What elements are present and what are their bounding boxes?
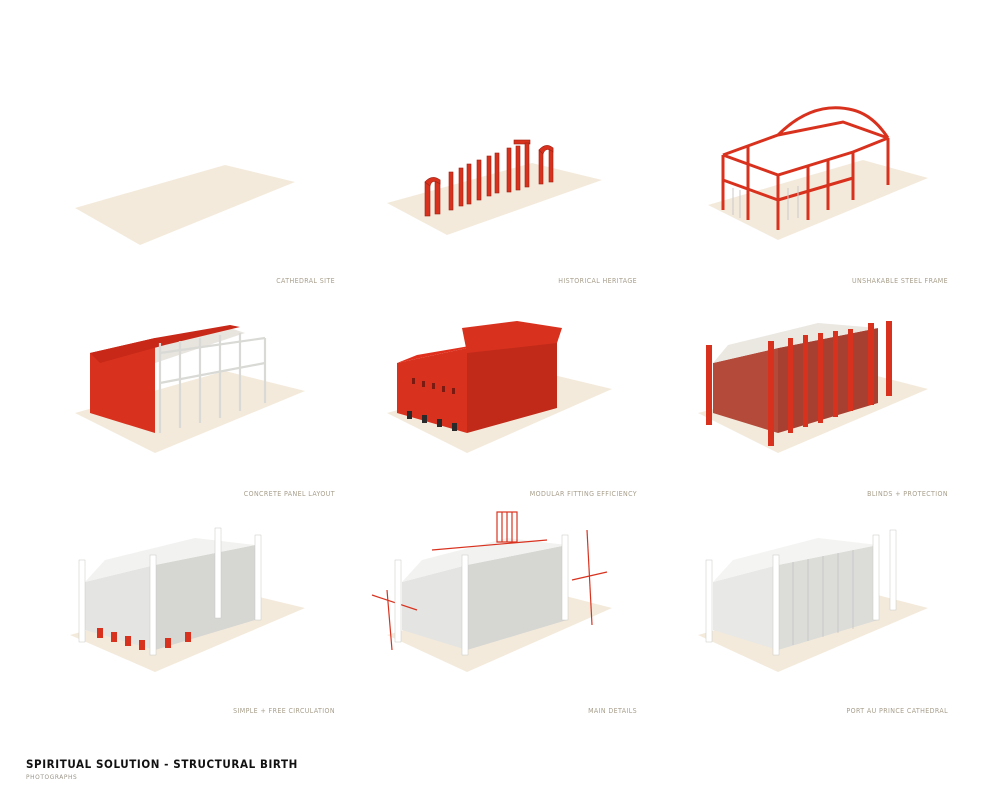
free-circulation-illustration — [70, 527, 305, 672]
panel-caption: UNSHAKABLE STEEL FRAME — [851, 277, 948, 285]
main-details-illustration — [371, 511, 612, 672]
page-title: SPIRITUAL SOLUTION - STRUCTURAL BIRTH — [26, 757, 298, 771]
panel-cathedral-site: CATHEDRAL SITE — [15, 70, 335, 285]
blinds-protection-illustration — [698, 321, 928, 453]
panel-modular-fitting: MODULAR FITTING EFFICIENCY — [317, 283, 637, 498]
panel-caption: CATHEDRAL SITE — [276, 277, 335, 285]
panel-caption: SIMPLE + FREE CIRCULATION — [233, 707, 335, 715]
panel-caption: BLINDS + PROTECTION — [867, 490, 948, 498]
panel-blinds-protection: BLINDS + PROTECTION — [628, 283, 948, 498]
panel-historical-heritage: HISTORICAL HERITAGE — [317, 70, 637, 285]
panel-caption: CONCRETE PANEL LAYOUT — [243, 490, 335, 498]
panel-caption: MAIN DETAILS — [588, 707, 637, 715]
panel-simple-free-circulation: SIMPLE + FREE CIRCULATION — [15, 500, 335, 715]
page-subtitle: PHOTOGRAPHS — [26, 773, 78, 781]
panel-steel-frame: UNSHAKABLE STEEL FRAME — [628, 70, 948, 285]
steel-frame-illustration — [708, 106, 928, 240]
panel-concrete-panel-layout: CONCRETE PANEL LAYOUT — [15, 283, 335, 498]
panel-port-au-prince-cathedral: PORT AU PRINCE CATHEDRAL — [628, 500, 948, 715]
historical-heritage-illustration — [387, 139, 602, 235]
panel-caption: MODULAR FITTING EFFICIENCY — [529, 490, 637, 498]
cathedral-site-illustration — [75, 165, 295, 245]
panel-main-details: MAIN DETAILS — [317, 500, 637, 715]
panel-caption: PORT AU PRINCE CATHEDRAL — [846, 707, 948, 715]
modular-fitting-illustration — [387, 321, 612, 453]
panel-caption: HISTORICAL HERITAGE — [558, 277, 637, 285]
concrete-panel-illustration — [75, 325, 305, 453]
cathedral-final-illustration — [698, 529, 928, 672]
